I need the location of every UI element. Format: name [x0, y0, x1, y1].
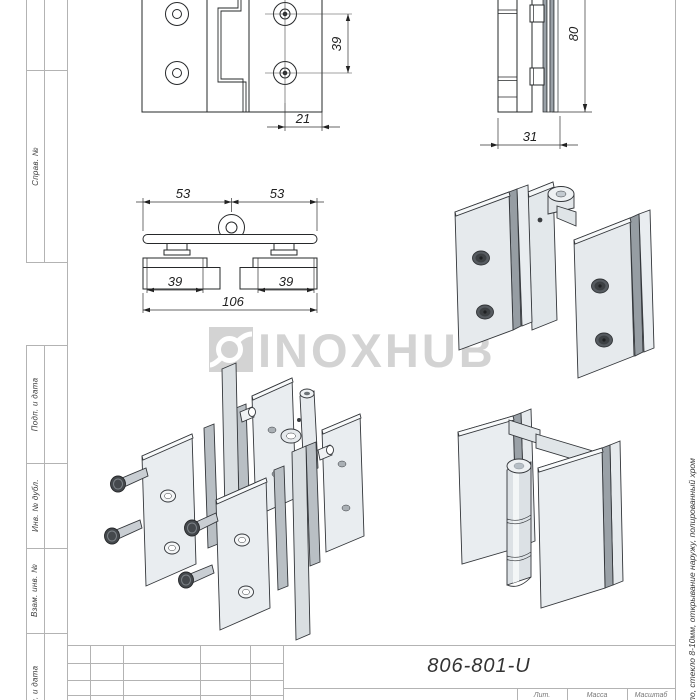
part-number: 806-801-U	[427, 655, 531, 677]
screw-icon	[472, 250, 494, 320]
title-block-lit-label: Лит.	[533, 692, 551, 699]
dim-front-edge-offset: 21	[295, 111, 310, 126]
dim-plan-half-left: 53	[176, 186, 191, 201]
title-block-mass-label: Масса	[586, 692, 608, 699]
front-view-dimensions	[267, 14, 351, 131]
title-block-top	[67, 645, 675, 646]
iso-back-view	[457, 408, 624, 609]
screw-icon	[104, 467, 149, 545]
dim-front-hole-spacing: 39	[329, 37, 344, 51]
dim-side-depth: 31	[523, 129, 537, 144]
gasket-plate	[305, 441, 321, 567]
side-view-screw-heads	[529, 4, 545, 86]
hinge-barrel	[506, 458, 532, 587]
bushing-icon	[317, 444, 334, 461]
side-view-dimensions	[480, 0, 592, 149]
title-block-scale-label: Масштаб	[634, 692, 668, 699]
dim-plan-total: 106	[222, 294, 244, 309]
exploded-view	[104, 362, 365, 641]
dim-plan-half-right: 53	[270, 186, 285, 201]
exploded-front-plate-right	[215, 477, 271, 631]
exploded-front-plate-left	[141, 433, 197, 587]
dim-plan-pad-left: 39	[168, 274, 182, 289]
plan-view-dimensions	[136, 198, 324, 313]
gasket-plate	[273, 465, 289, 591]
dim-side-height: 80	[566, 26, 581, 41]
watermark-text: INOXHUB	[258, 324, 496, 377]
dim-plan-pad-right: 39	[279, 274, 293, 289]
iso-left-clamp	[454, 184, 533, 351]
frame-right	[675, 0, 676, 700]
glass-template	[291, 445, 311, 641]
exploded-back-plate-right	[321, 413, 365, 553]
screw-icon	[591, 278, 613, 348]
gasket-plate	[203, 423, 219, 549]
front-view: 39 21	[141, 0, 352, 131]
iso-back-right-clamp	[537, 440, 624, 609]
plan-view: 53 53 39 39 106	[136, 186, 324, 313]
watermark: INOXHUB	[209, 324, 496, 377]
iso-right-clamp	[573, 209, 655, 379]
iso-assembled-view	[454, 181, 655, 379]
bushing-icon	[239, 406, 256, 423]
screw-icon	[178, 512, 219, 589]
frame-left	[67, 0, 68, 700]
side-view: 80 31	[480, 0, 592, 149]
